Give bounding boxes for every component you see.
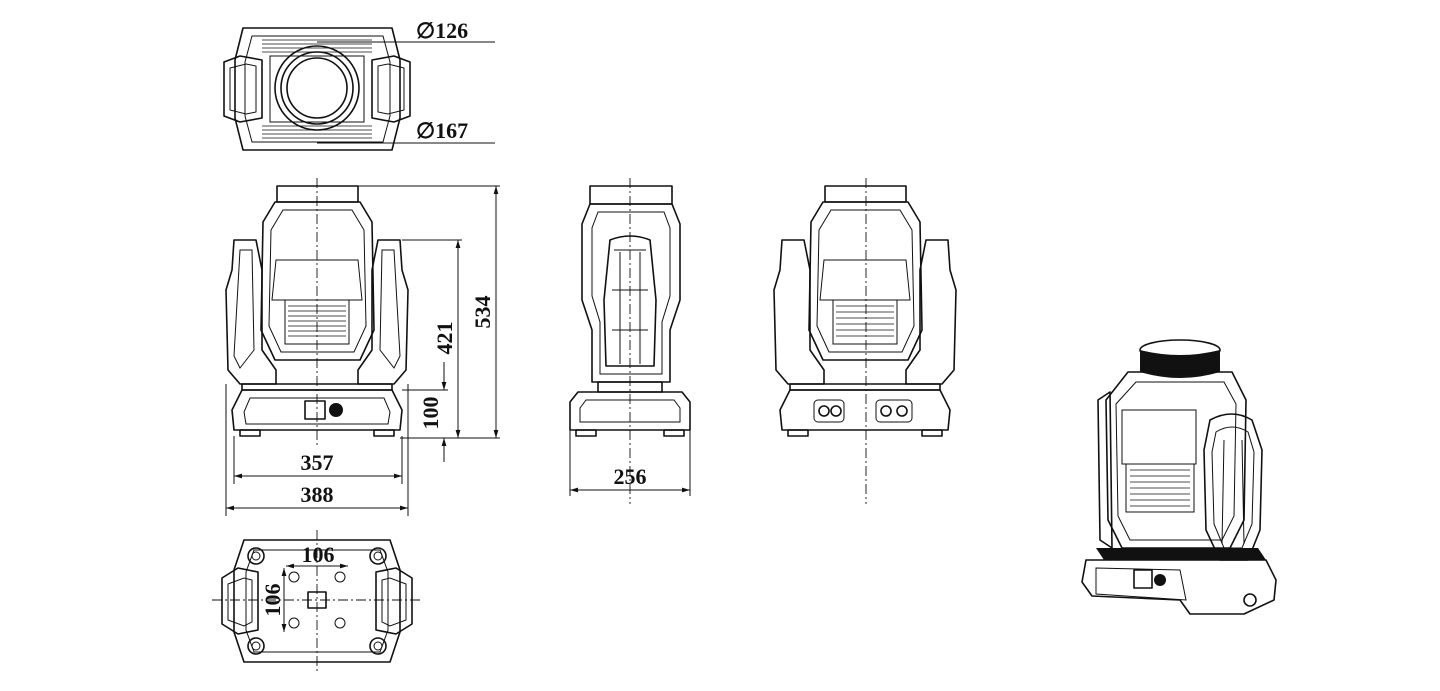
- rear-view: [773, 178, 957, 504]
- mount-spacing-y-label: 106: [260, 584, 285, 617]
- moving-head: [260, 201, 375, 361]
- side-arm: [603, 235, 657, 367]
- front-grille: [288, 305, 346, 337]
- omega-bracket-slot: [307, 591, 327, 609]
- base-width-label: 357: [301, 450, 334, 475]
- top-view: ∅126 ∅167: [223, 18, 495, 151]
- side-head: [581, 203, 681, 383]
- control-knob: [329, 403, 343, 417]
- display-window: [304, 400, 326, 420]
- base-height-label: 100: [418, 397, 443, 430]
- bottom-view: 106 106: [212, 530, 420, 672]
- perspective-display-window: [1133, 569, 1153, 589]
- perspective-view: [1081, 339, 1277, 615]
- dmx-connector-icon: [880, 405, 892, 417]
- mount-hole-icon: [288, 571, 300, 583]
- power-connector-icon: [818, 405, 830, 417]
- perspective-base: [1081, 559, 1277, 615]
- perspective-control-knob: [1154, 574, 1166, 586]
- front-dimensions: 534 421 100 357 388: [225, 185, 500, 516]
- bottom-base: [233, 539, 401, 663]
- perspective-grille: [1130, 469, 1190, 507]
- front-view: [225, 178, 409, 446]
- front-base: [231, 389, 403, 431]
- total-width-label: 388: [301, 482, 334, 507]
- rear-head: [808, 201, 923, 361]
- perspective-head: [1105, 371, 1247, 549]
- head-outer-circle: [274, 45, 360, 131]
- side-depth-label: 256: [614, 464, 647, 489]
- rear-grille: [836, 305, 894, 337]
- rear-base: [779, 389, 951, 431]
- head-diameter-label: ∅167: [416, 118, 468, 143]
- lens-circle: [286, 57, 348, 119]
- total-height-label: 534: [470, 296, 495, 329]
- left-arm: [225, 239, 277, 385]
- mount-spacing-x-label: 106: [302, 542, 335, 567]
- lens-diameter-label: ∅126: [416, 18, 468, 43]
- side-view: 256: [569, 178, 691, 504]
- arm-height-label: 421: [432, 322, 457, 355]
